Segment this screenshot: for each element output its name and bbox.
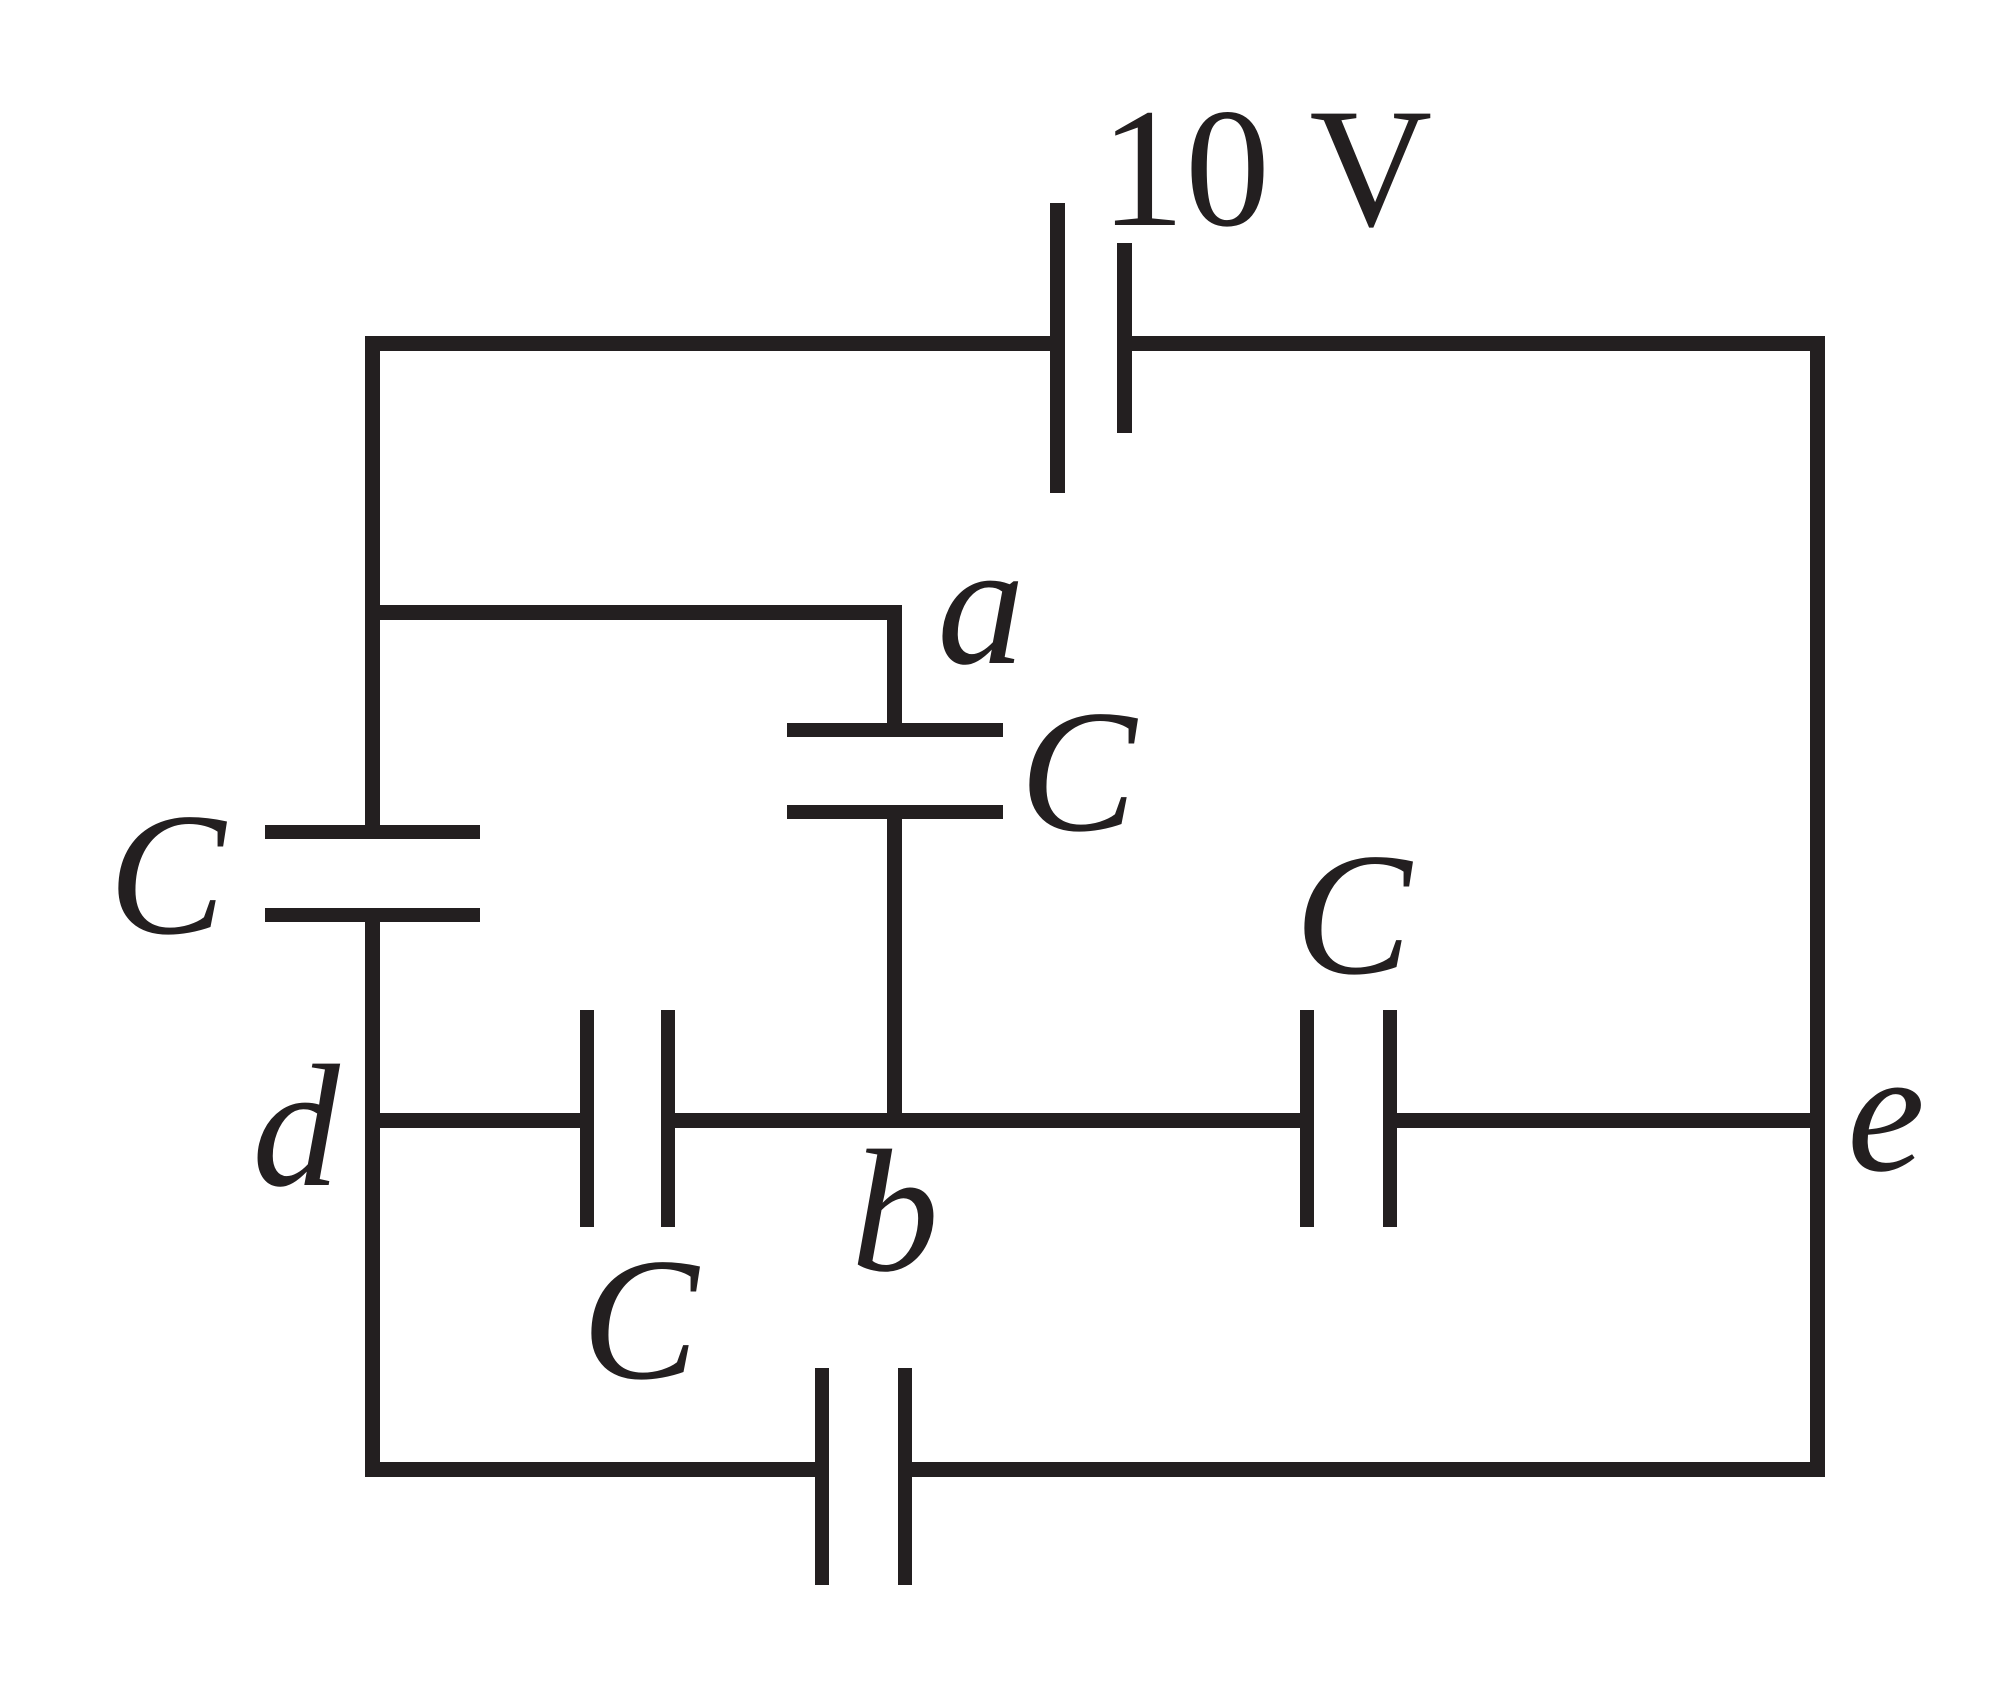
bottom-wire-right-segment bbox=[912, 1462, 1825, 1477]
middle-wire-d-segment bbox=[365, 1113, 580, 1128]
left-wire-upper-segment bbox=[365, 336, 380, 825]
capacitor-d-to-b-left-plate bbox=[580, 1010, 594, 1227]
capacitor-d-to-b-label: C bbox=[582, 1222, 701, 1416]
right-wire bbox=[1810, 336, 1825, 1477]
capacitor-b-to-e-left-plate bbox=[1300, 1010, 1314, 1227]
capacitor-bottom-branch-right-plate bbox=[898, 1368, 912, 1585]
capacitor-a-branch-bottom-plate bbox=[787, 805, 1003, 819]
node-e-label: e bbox=[1847, 1014, 1925, 1208]
capacitor-b-to-e-right-plate bbox=[1383, 1010, 1397, 1227]
a-branch-vertical-wire-upper bbox=[887, 605, 902, 723]
middle-wire-e-segment bbox=[1397, 1113, 1825, 1128]
battery-long-plate bbox=[1050, 203, 1065, 493]
capacitor-left-branch-bottom-plate bbox=[265, 908, 480, 922]
a-branch-horizontal-wire bbox=[365, 605, 902, 620]
top-wire-left-segment bbox=[365, 336, 1060, 351]
top-wire-right-segment bbox=[1124, 336, 1825, 351]
middle-wire-b-segment bbox=[675, 1113, 1300, 1128]
capacitor-b-to-e-label: C bbox=[1295, 817, 1414, 1011]
battery-short-plate bbox=[1117, 243, 1132, 433]
a-branch-vertical-wire-lower bbox=[887, 819, 902, 1128]
capacitor-a-branch-label: C bbox=[1020, 674, 1139, 868]
capacitor-left-branch-top-plate bbox=[265, 825, 480, 839]
capacitor-bottom-branch-left-plate bbox=[815, 1368, 829, 1585]
capacitor-left-branch-label: C bbox=[109, 777, 228, 971]
left-wire-lower-segment bbox=[365, 922, 380, 1477]
capacitor-a-branch-top-plate bbox=[787, 723, 1003, 737]
node-b-label: b bbox=[851, 1114, 939, 1308]
node-d-label: d bbox=[252, 1029, 340, 1223]
battery-voltage-label: 10 V bbox=[1100, 74, 1432, 262]
bottom-wire-left-segment bbox=[365, 1462, 815, 1477]
node-a-label: a bbox=[937, 507, 1025, 701]
capacitor-d-to-b-right-plate bbox=[661, 1010, 675, 1227]
